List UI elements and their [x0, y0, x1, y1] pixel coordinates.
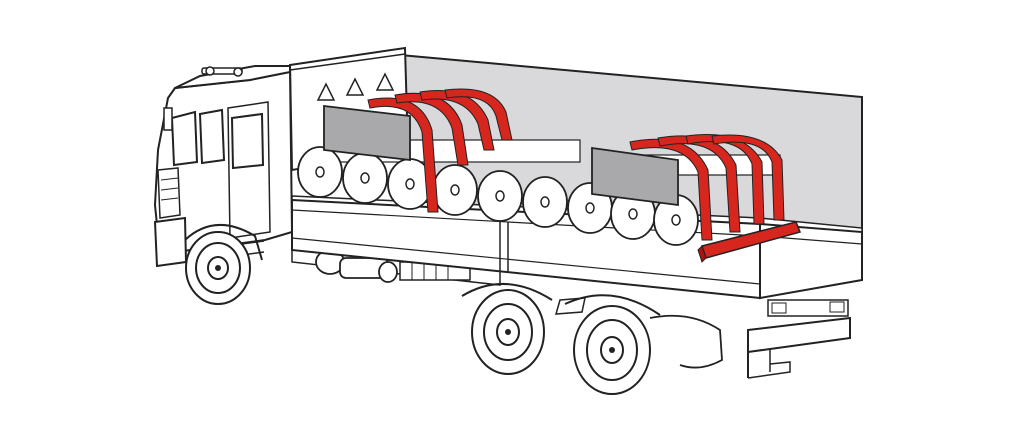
- rear-wheel-inner: [554, 297, 723, 369]
- rear-fender-2: [564, 294, 661, 316]
- roll: [387, 158, 433, 210]
- roof-horns: [201, 66, 243, 77]
- rear-fender-1: [461, 282, 553, 301]
- protector-panel-rear: [591, 146, 679, 207]
- front-wheel: [184, 224, 263, 305]
- rear-underrun: [747, 316, 851, 354]
- headboard-marker-1: [316, 82, 336, 101]
- front-bumper: [153, 216, 188, 268]
- red-chock-beam: [697, 221, 802, 263]
- lashing-straps-rear: [629, 133, 785, 241]
- rear-light-bar: [767, 299, 849, 317]
- mirror: [163, 107, 173, 131]
- roll: [297, 146, 343, 198]
- rear-wheel-1: [471, 289, 545, 375]
- roll: [342, 152, 388, 204]
- cargo-rolls-front-row: [297, 146, 699, 246]
- cab-door: [227, 101, 271, 239]
- rear-wheel-2: [573, 305, 651, 395]
- headboard-marker-2: [345, 77, 365, 96]
- headboard-marker-3: [375, 72, 395, 91]
- roll: [477, 170, 523, 222]
- lashing-straps-front: [367, 88, 513, 213]
- door-window: [230, 112, 265, 170]
- roll: [432, 164, 478, 216]
- roll: [522, 176, 568, 228]
- cab: [153, 65, 294, 268]
- side-window-front: [198, 108, 226, 165]
- grille: [157, 167, 181, 219]
- edge-protector-panels: [323, 104, 679, 207]
- windshield: [170, 110, 199, 167]
- protector-panel-front: [323, 104, 411, 162]
